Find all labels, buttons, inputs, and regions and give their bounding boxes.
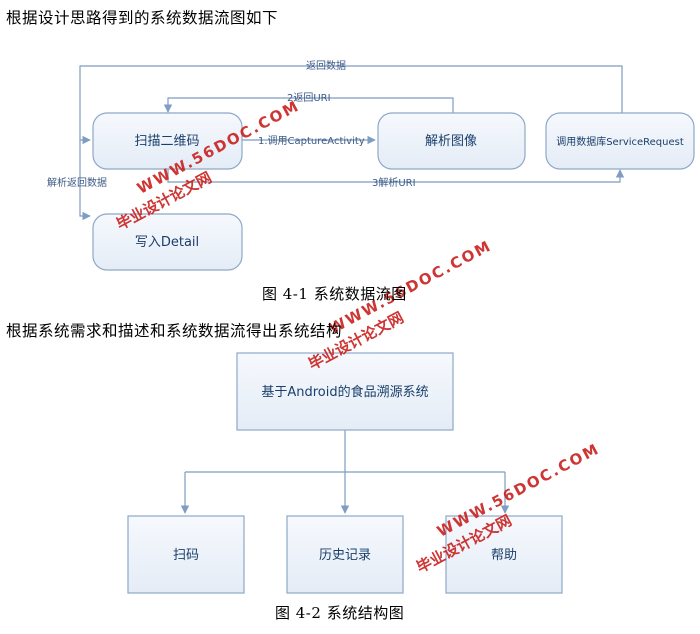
data-flow-diagram: 返回数据 2返回URI 1.调用CaptureActivity 3解析URI 解… [47,59,695,271]
structure-diagram: 基于Android的食品溯源系统 扫码 历史记录 帮助 [127,352,563,594]
node-help: 帮助 [445,515,563,594]
label-call-capture: 1.调用CaptureActivity [258,135,365,147]
edge-return-data [79,65,623,145]
node-write-detail: 写入Detail [92,213,243,271]
node-scan-label: 扫码 [173,548,199,563]
figure-1-caption: 图 4-1 系统数据流图 [262,285,407,303]
node-history: 历史记录 [286,515,404,594]
node-scan-qrcode-label: 扫描二维码 [134,134,199,149]
node-write-detail-label: 写入Detail [135,235,199,250]
node-parse-image-label: 解析图像 [425,134,477,149]
figure-2-caption: 图 4-2 系统结构图 [275,604,405,622]
node-help-label: 帮助 [491,548,517,563]
label-return-data: 返回数据 [306,59,346,72]
node-scan: 扫码 [127,515,245,594]
label-parse-uri: 3解析URI [372,176,416,189]
edge-return-uri [163,97,454,113]
edge-parse-return [79,140,91,221]
node-call-database-label: 调用数据库ServiceRequest [556,135,684,148]
label-return-uri: 2返回URI [287,92,331,104]
node-root-system: 基于Android的食品溯源系统 [236,352,454,431]
intro-paragraph-1: 根据设计思路得到的系统数据流图如下 [6,9,279,27]
intro-paragraph-2: 根据系统需求和描述和系统数据流得出系统结构 [6,322,343,340]
node-root-system-label: 基于Android的食品溯源系统 [261,384,428,400]
label-parse-return: 解析返回数据 [47,176,107,189]
node-parse-image: 解析图像 [377,112,526,170]
edge-parse-uri [167,168,625,183]
node-scan-qrcode: 扫描二维码 [92,112,243,170]
node-call-database: 调用数据库ServiceRequest [545,112,695,170]
node-history-label: 历史记录 [319,548,371,563]
